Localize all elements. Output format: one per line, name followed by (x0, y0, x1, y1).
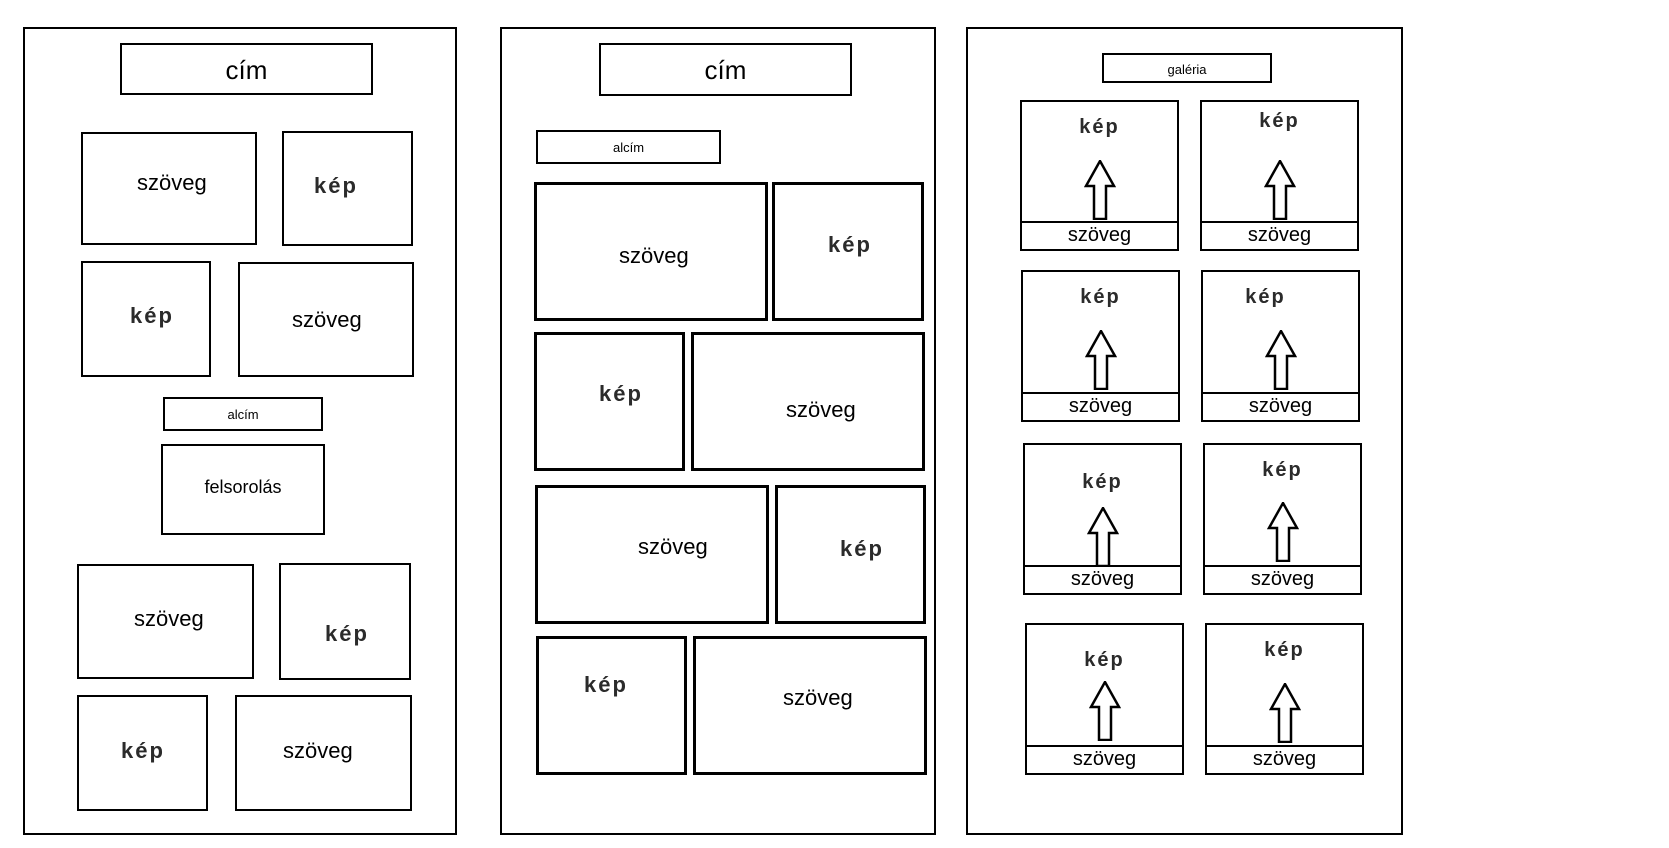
image-label: kép (1264, 639, 1305, 661)
text-box: szöveg (691, 332, 925, 471)
image-label: kép (130, 303, 174, 328)
text-box: szöveg (77, 564, 254, 679)
image-label: kép (1084, 649, 1125, 671)
image-box: kép (536, 636, 687, 775)
image-label: kép (599, 381, 643, 406)
image-label: kép (325, 621, 369, 646)
image-label: kép (121, 738, 165, 763)
gallery-title-label: galéria (1167, 62, 1207, 77)
image-label: kép (314, 173, 358, 198)
image-label: kép (840, 536, 884, 561)
list-label: felsorolás (204, 477, 282, 497)
image-label: kép (1082, 471, 1123, 493)
gallery-item: kép szöveg (1021, 270, 1180, 422)
gallery-caption: szöveg (1027, 745, 1182, 773)
text-label: szöveg (283, 738, 353, 763)
gallery-item: kép szöveg (1025, 623, 1184, 775)
subtitle-label: alcím (612, 140, 645, 155)
gallery-item: kép szöveg (1201, 270, 1360, 422)
text-box: szöveg (235, 695, 412, 811)
title-label: cím (704, 55, 747, 85)
text-box: szöveg (534, 182, 768, 321)
up-arrow-icon (1083, 160, 1116, 220)
text-box: szöveg (693, 636, 927, 775)
image-label: kép (1262, 459, 1303, 481)
up-arrow-icon (1266, 502, 1299, 562)
text-label: szöveg (783, 685, 853, 710)
text-label: szöveg (134, 606, 204, 631)
image-box: kép (279, 563, 411, 680)
title-box: cím (599, 43, 852, 96)
text-label: szöveg (619, 243, 689, 268)
text-box: szöveg (238, 262, 414, 377)
up-arrow-icon (1264, 330, 1297, 390)
gallery-caption: szöveg (1022, 221, 1177, 249)
gallery-title-box: galéria (1102, 53, 1272, 83)
up-arrow-icon (1268, 683, 1301, 743)
text-label: szöveg (137, 170, 207, 195)
title-label: cím (225, 55, 268, 85)
subtitle-label: alcím (227, 407, 259, 422)
gallery-caption: szöveg (1025, 565, 1180, 593)
text-label: szöveg (638, 534, 708, 559)
up-arrow-icon (1086, 507, 1119, 567)
gallery-item: kép szöveg (1205, 623, 1364, 775)
gallery-caption: szöveg (1023, 392, 1178, 420)
text-label: szöveg (292, 307, 362, 332)
gallery-caption: szöveg (1202, 221, 1357, 249)
gallery-item: kép szöveg (1200, 100, 1359, 251)
image-box: kép (772, 182, 924, 321)
text-label: szöveg (786, 397, 856, 422)
up-arrow-icon (1088, 681, 1121, 741)
gallery-caption: szöveg (1205, 565, 1360, 593)
image-label: kép (1079, 116, 1120, 138)
subtitle-box: alcím (536, 130, 721, 164)
list-box: felsorolás (161, 444, 325, 535)
image-box: kép (775, 485, 926, 624)
gallery-item: kép szöveg (1203, 443, 1362, 595)
text-box: szöveg (535, 485, 769, 624)
subtitle-box: alcím (163, 397, 323, 431)
gallery-caption: szöveg (1207, 745, 1362, 773)
image-label: kép (1080, 286, 1121, 308)
image-box: kép (534, 332, 685, 471)
image-label: kép (1259, 110, 1300, 132)
image-box: kép (81, 261, 211, 377)
gallery-item: kép szöveg (1023, 443, 1182, 595)
gallery-item: kép szöveg (1020, 100, 1179, 251)
up-arrow-icon (1084, 330, 1117, 390)
image-label: kép (584, 672, 628, 697)
up-arrow-icon (1263, 160, 1296, 220)
image-label: kép (828, 232, 872, 257)
text-box: szöveg (81, 132, 257, 245)
image-box: kép (282, 131, 413, 246)
image-label: kép (1245, 286, 1286, 308)
title-box: cím (120, 43, 373, 95)
image-box: kép (77, 695, 208, 811)
gallery-caption: szöveg (1203, 392, 1358, 420)
